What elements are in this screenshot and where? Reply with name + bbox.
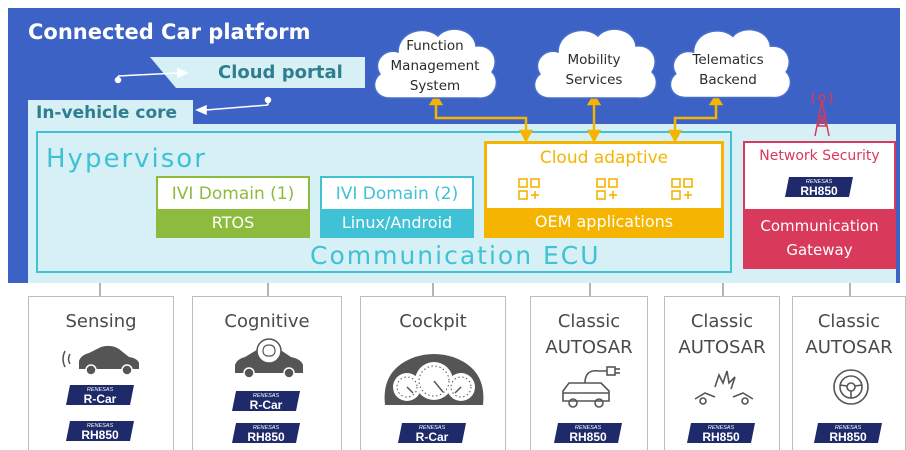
cloud-telematics-backend xyxy=(669,28,792,99)
renesas-rh850-logo: RENESAS RH850 xyxy=(814,423,882,444)
ivi-domain-2-os: Linux/Android xyxy=(322,209,472,236)
in-vehicle-core-label: In-vehicle core xyxy=(36,103,178,123)
svg-text:R-Car: R-Car xyxy=(84,392,117,406)
svg-text:RENESAS: RENESAS xyxy=(575,425,602,431)
ivi-domain-2: IVI Domain (2) Linux/Android xyxy=(320,176,474,238)
svg-text:RENESAS: RENESAS xyxy=(253,425,280,431)
antenna-tower-icon xyxy=(811,91,833,137)
renesas-r-car-logo: RENESAS R-Car xyxy=(398,423,466,444)
svg-text:RH850: RH850 xyxy=(702,430,740,444)
communication-ecu-label: Communication ECU xyxy=(310,241,601,270)
ecu-card-cognitive: Cognitive RENESAS R-Car RENESAS RH850 xyxy=(192,296,342,450)
communication-gateway: Communication Gateway xyxy=(745,209,894,267)
svg-text:R-Car: R-Car xyxy=(416,430,449,444)
cloud-adaptive-box: Cloud adaptive OEM applications xyxy=(484,141,724,238)
ivi-domain-2-title: IVI Domain (2) xyxy=(335,184,459,204)
app-grid-icon xyxy=(596,178,618,200)
svg-text:RH850: RH850 xyxy=(247,430,285,444)
cloud-portal-ribbon xyxy=(150,57,365,88)
ivi-domain-1: IVI Domain (1) RTOS xyxy=(156,176,310,238)
svg-text:RENESAS: RENESAS xyxy=(835,425,862,431)
app-grid-icon xyxy=(518,178,540,200)
renesas-r-car-logo: RENESAS R-Car xyxy=(66,385,134,406)
svg-text:RH850: RH850 xyxy=(81,428,119,442)
svg-text:RH850: RH850 xyxy=(800,184,838,198)
ecu-card-name: Cognitive xyxy=(224,311,310,332)
hypervisor-label: Hypervisor xyxy=(46,144,207,174)
collision-icon xyxy=(694,370,754,405)
svg-text:RENESAS: RENESAS xyxy=(87,423,114,429)
svg-text:R-Car: R-Car xyxy=(250,398,283,412)
portal-arrows xyxy=(114,67,272,116)
steering-wheel-icon xyxy=(833,369,869,405)
ecu-card-sensing: Sensing RENESAS R-Car RENESAS RH850 xyxy=(28,296,174,450)
app-grid-icon xyxy=(671,178,693,200)
car-sensor-icon xyxy=(62,345,139,376)
ev-charging-icon xyxy=(562,366,620,408)
cloud-function-management xyxy=(373,28,498,99)
svg-text:RENESAS: RENESAS xyxy=(87,387,114,393)
svg-text:RH850: RH850 xyxy=(569,430,607,444)
cloud-mobility-services xyxy=(533,28,658,99)
ecu-card-name: Sensing xyxy=(65,311,137,332)
cloud-adaptive-title: Cloud adaptive xyxy=(539,148,669,168)
svg-text:RENESAS: RENESAS xyxy=(806,179,833,185)
svg-text:RENESAS: RENESAS xyxy=(419,425,446,431)
renesas-rh850-logo: RENESAS RH850 xyxy=(232,423,300,444)
svg-text:RENESAS: RENESAS xyxy=(253,393,280,399)
ecu-card-name: Cockpit xyxy=(399,311,467,332)
renesas-rh850-logo: RENESAS RH850 xyxy=(687,423,755,444)
ivi-domain-1-os: RTOS xyxy=(158,209,308,236)
renesas-rh850-logo: RENESAS RH850 xyxy=(554,423,622,444)
cloud-portal-label: Cloud portal xyxy=(218,62,343,83)
network-security-title: Network Security xyxy=(759,148,880,164)
renesas-rh850-logo: RENESAS RH850 xyxy=(785,177,853,198)
svg-text:RENESAS: RENESAS xyxy=(708,425,735,431)
platform-title: Connected Car platform xyxy=(28,20,311,44)
oem-applications-bar: OEM applications xyxy=(487,208,721,235)
gauge-cluster-icon xyxy=(384,354,484,405)
ecu-card-cockpit: Cockpit RENESAS R-Car xyxy=(360,296,506,450)
renesas-rh850-logo: RENESAS RH850 xyxy=(66,421,134,442)
cloud-connectors xyxy=(428,93,724,143)
svg-text:RH850: RH850 xyxy=(829,430,867,444)
network-security-box: Network Security RENESAS RH850 Communica… xyxy=(743,141,896,269)
ivi-domain-1-title: IVI Domain (1) xyxy=(171,184,295,204)
car-brain-icon xyxy=(235,338,303,379)
in-vehicle-core-tab xyxy=(28,100,193,128)
renesas-r-car-logo: RENESAS R-Car xyxy=(232,391,300,412)
